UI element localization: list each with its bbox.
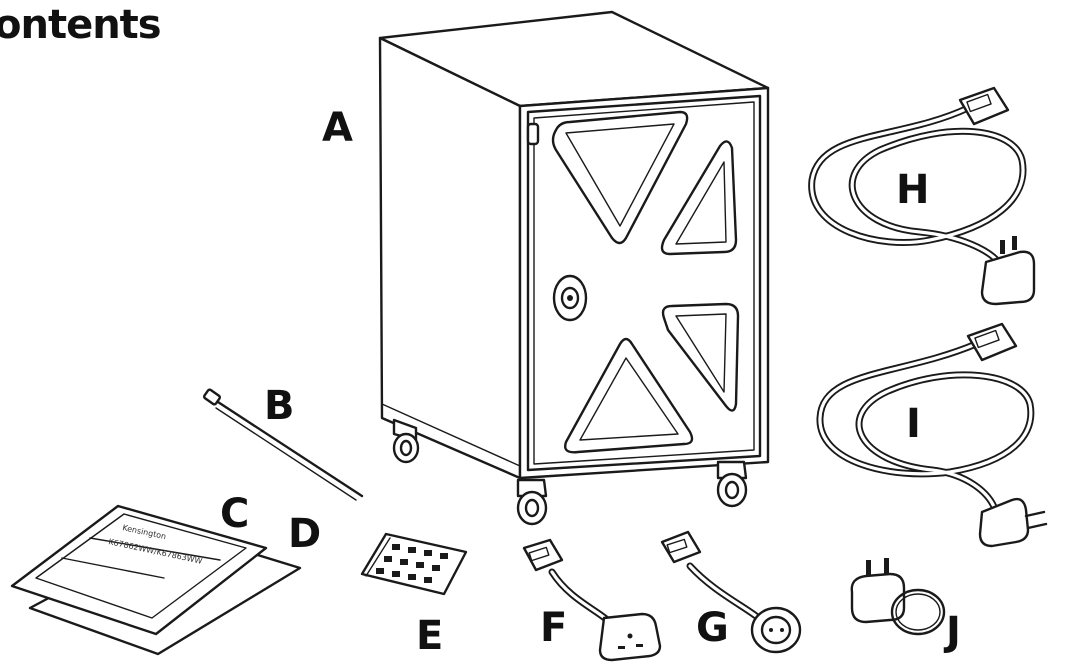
caster-back-left — [392, 418, 420, 464]
item-a-cabinet — [378, 10, 770, 526]
label-g: G — [696, 605, 729, 651]
item-c-d-manuals: Kensington K67862WW/K67863WW — [10, 504, 302, 656]
label-h: H — [896, 167, 930, 213]
item-f-uk-adapter-cable — [522, 538, 662, 662]
label-i: I — [906, 401, 921, 447]
label-c: C — [220, 491, 250, 537]
item-b-cable-tie — [202, 388, 364, 501]
label-e: E — [416, 613, 444, 659]
caster-front-right — [716, 460, 748, 508]
item-e-label-sheet — [360, 532, 468, 596]
label-d: D — [288, 511, 322, 557]
item-h-uk-power-cord — [808, 86, 1036, 306]
label-j: J — [946, 609, 961, 655]
item-g-eu-adapter-cable — [660, 530, 802, 654]
item-j-plug-key — [850, 558, 946, 636]
label-f: F — [540, 605, 568, 651]
page-title: ontents — [0, 2, 162, 48]
label-b: B — [264, 383, 295, 429]
caster-front-left — [516, 478, 548, 526]
item-i-eu-power-cord — [816, 322, 1048, 548]
label-a: A — [322, 105, 353, 151]
